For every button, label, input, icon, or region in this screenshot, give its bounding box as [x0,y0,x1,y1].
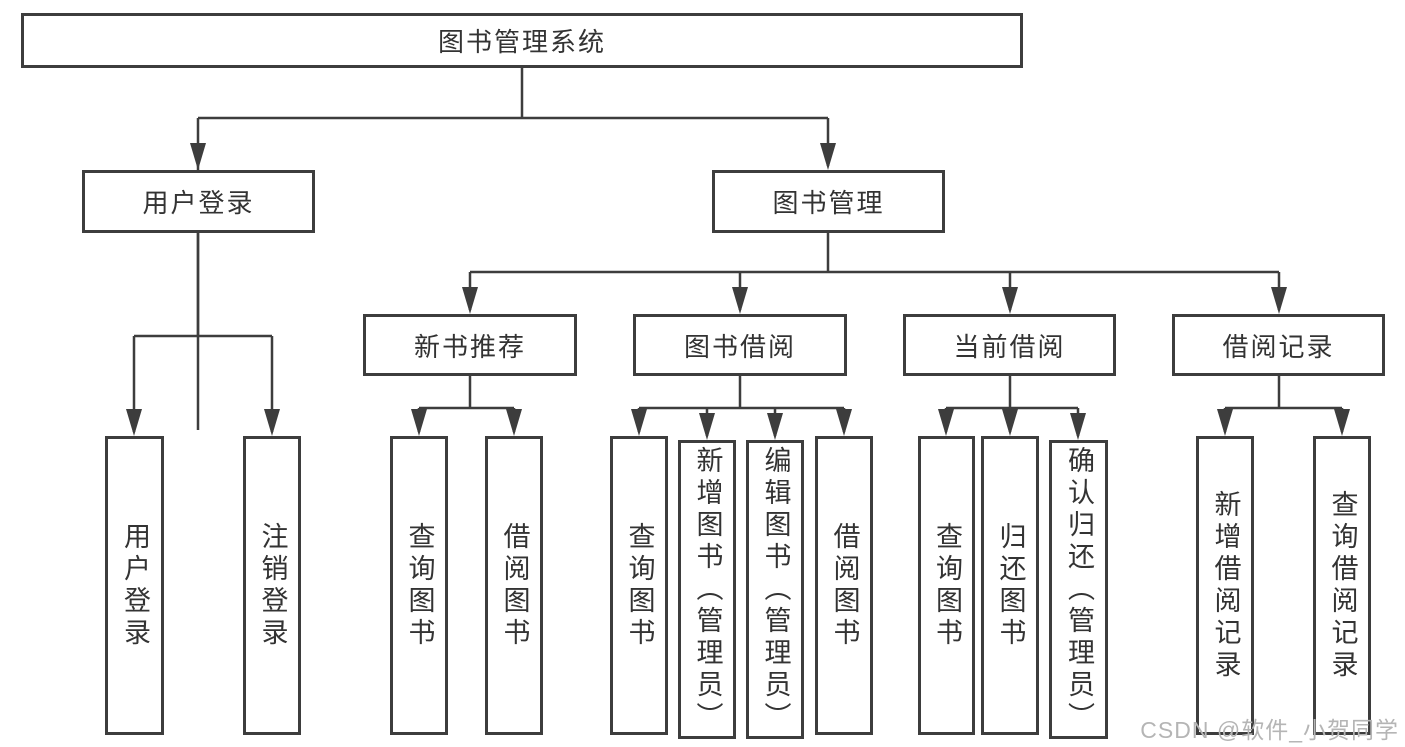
leaf-label: 借阅图书 [499,521,530,650]
node-root: 图书管理系统 [21,13,1023,68]
leaf-label: 注销登录 [257,521,288,650]
node-leaf-return-books: 归还图书 [981,436,1039,735]
leaf-label: 查询借阅记录 [1327,489,1358,682]
leaf-label: 确认归还（管理员） [1064,445,1094,734]
node-leaf-query-borrow-record: 查询借阅记录 [1313,436,1371,735]
node-current-borrowing: 当前借阅 [903,314,1116,376]
node-leaf-query-books-2: 查询图书 [610,436,668,735]
node-leaf-borrow-books-1: 借阅图书 [485,436,543,735]
csdn-watermark: CSDN @软件_小贺同学 [1140,717,1399,743]
node-user-login: 用户登录 [82,170,315,233]
leaf-label: 新增图书（管理员） [692,445,723,734]
node-new-book-recommend: 新书推荐 [363,314,577,376]
node-leaf-user-login: 用户登录 [105,436,164,735]
node-leaf-query-books-3: 查询图书 [918,436,975,735]
leaf-label: 查询图书 [404,521,435,650]
leaf-label: 查询图书 [932,521,962,650]
leaf-label: 编辑图书（管理员） [760,445,791,734]
leaf-label: 新增借阅记录 [1210,489,1241,682]
node-leaf-add-books-admin: 新增图书（管理员） [678,440,736,739]
leaf-label: 借阅图书 [829,521,860,650]
node-book-borrowing: 图书借阅 [633,314,847,376]
node-leaf-confirm-return-admin: 确认归还（管理员） [1049,440,1108,739]
node-book-management: 图书管理 [712,170,945,233]
node-leaf-borrow-books-2: 借阅图书 [815,436,873,735]
node-leaf-query-books-1: 查询图书 [390,436,448,735]
node-leaf-edit-books-admin: 编辑图书（管理员） [746,440,804,739]
leaf-label: 用户登录 [120,521,150,650]
node-leaf-logout: 注销登录 [243,436,301,735]
node-leaf-add-borrow-record: 新增借阅记录 [1196,436,1254,735]
node-borrowing-records: 借阅记录 [1172,314,1385,376]
leaf-label: 查询图书 [624,521,655,650]
leaf-label: 归还图书 [995,521,1026,650]
